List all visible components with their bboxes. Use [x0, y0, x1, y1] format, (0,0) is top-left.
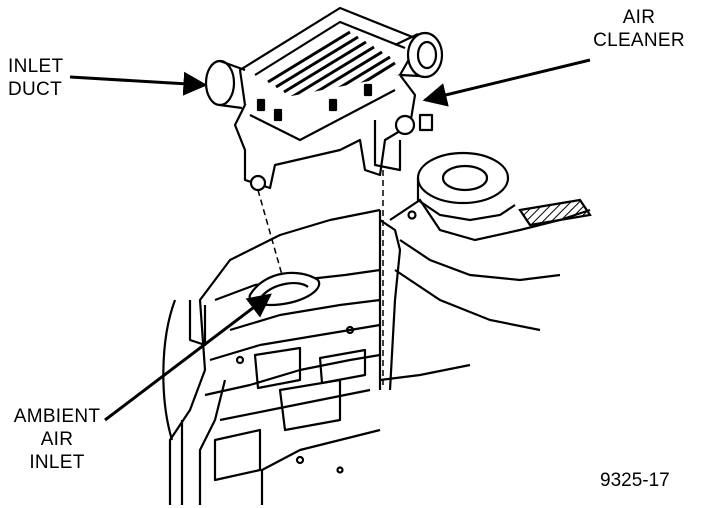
label-ambient-line1: AMBIENT — [13, 406, 101, 427]
label-ambient-air-inlet: AMBIENT AIR INLET — [6, 405, 108, 474]
arrow-inlet-duct — [69, 71, 208, 96]
fender-structure — [162, 208, 382, 505]
arrow-ambient-air-inlet — [104, 293, 272, 422]
label-inlet-duct-line1: INLET — [8, 56, 64, 77]
arrow-air-cleaner — [422, 58, 591, 107]
ambient-air-inlet-opening — [248, 271, 321, 307]
label-air-cleaner-line2: CLEANER — [593, 30, 685, 51]
air-cleaner-assembly — [204, 6, 444, 192]
label-inlet-duct: INLET DUCT — [8, 55, 63, 101]
label-ambient-line3: INLET — [29, 452, 85, 473]
label-ambient-line2: AIR — [40, 429, 74, 450]
air-cleaner-ribs — [267, 30, 396, 114]
label-air-cleaner-line1: AIR — [622, 7, 656, 28]
housing-clips — [256, 83, 373, 122]
figure-number: 9325-17 — [600, 470, 670, 491]
label-inlet-duct-line2: DUCT — [8, 79, 62, 100]
strut-tower — [379, 151, 592, 391]
label-air-cleaner: AIR CLEANER — [580, 6, 698, 52]
leader-arrows — [69, 58, 591, 422]
alignment-lines — [257, 170, 384, 385]
